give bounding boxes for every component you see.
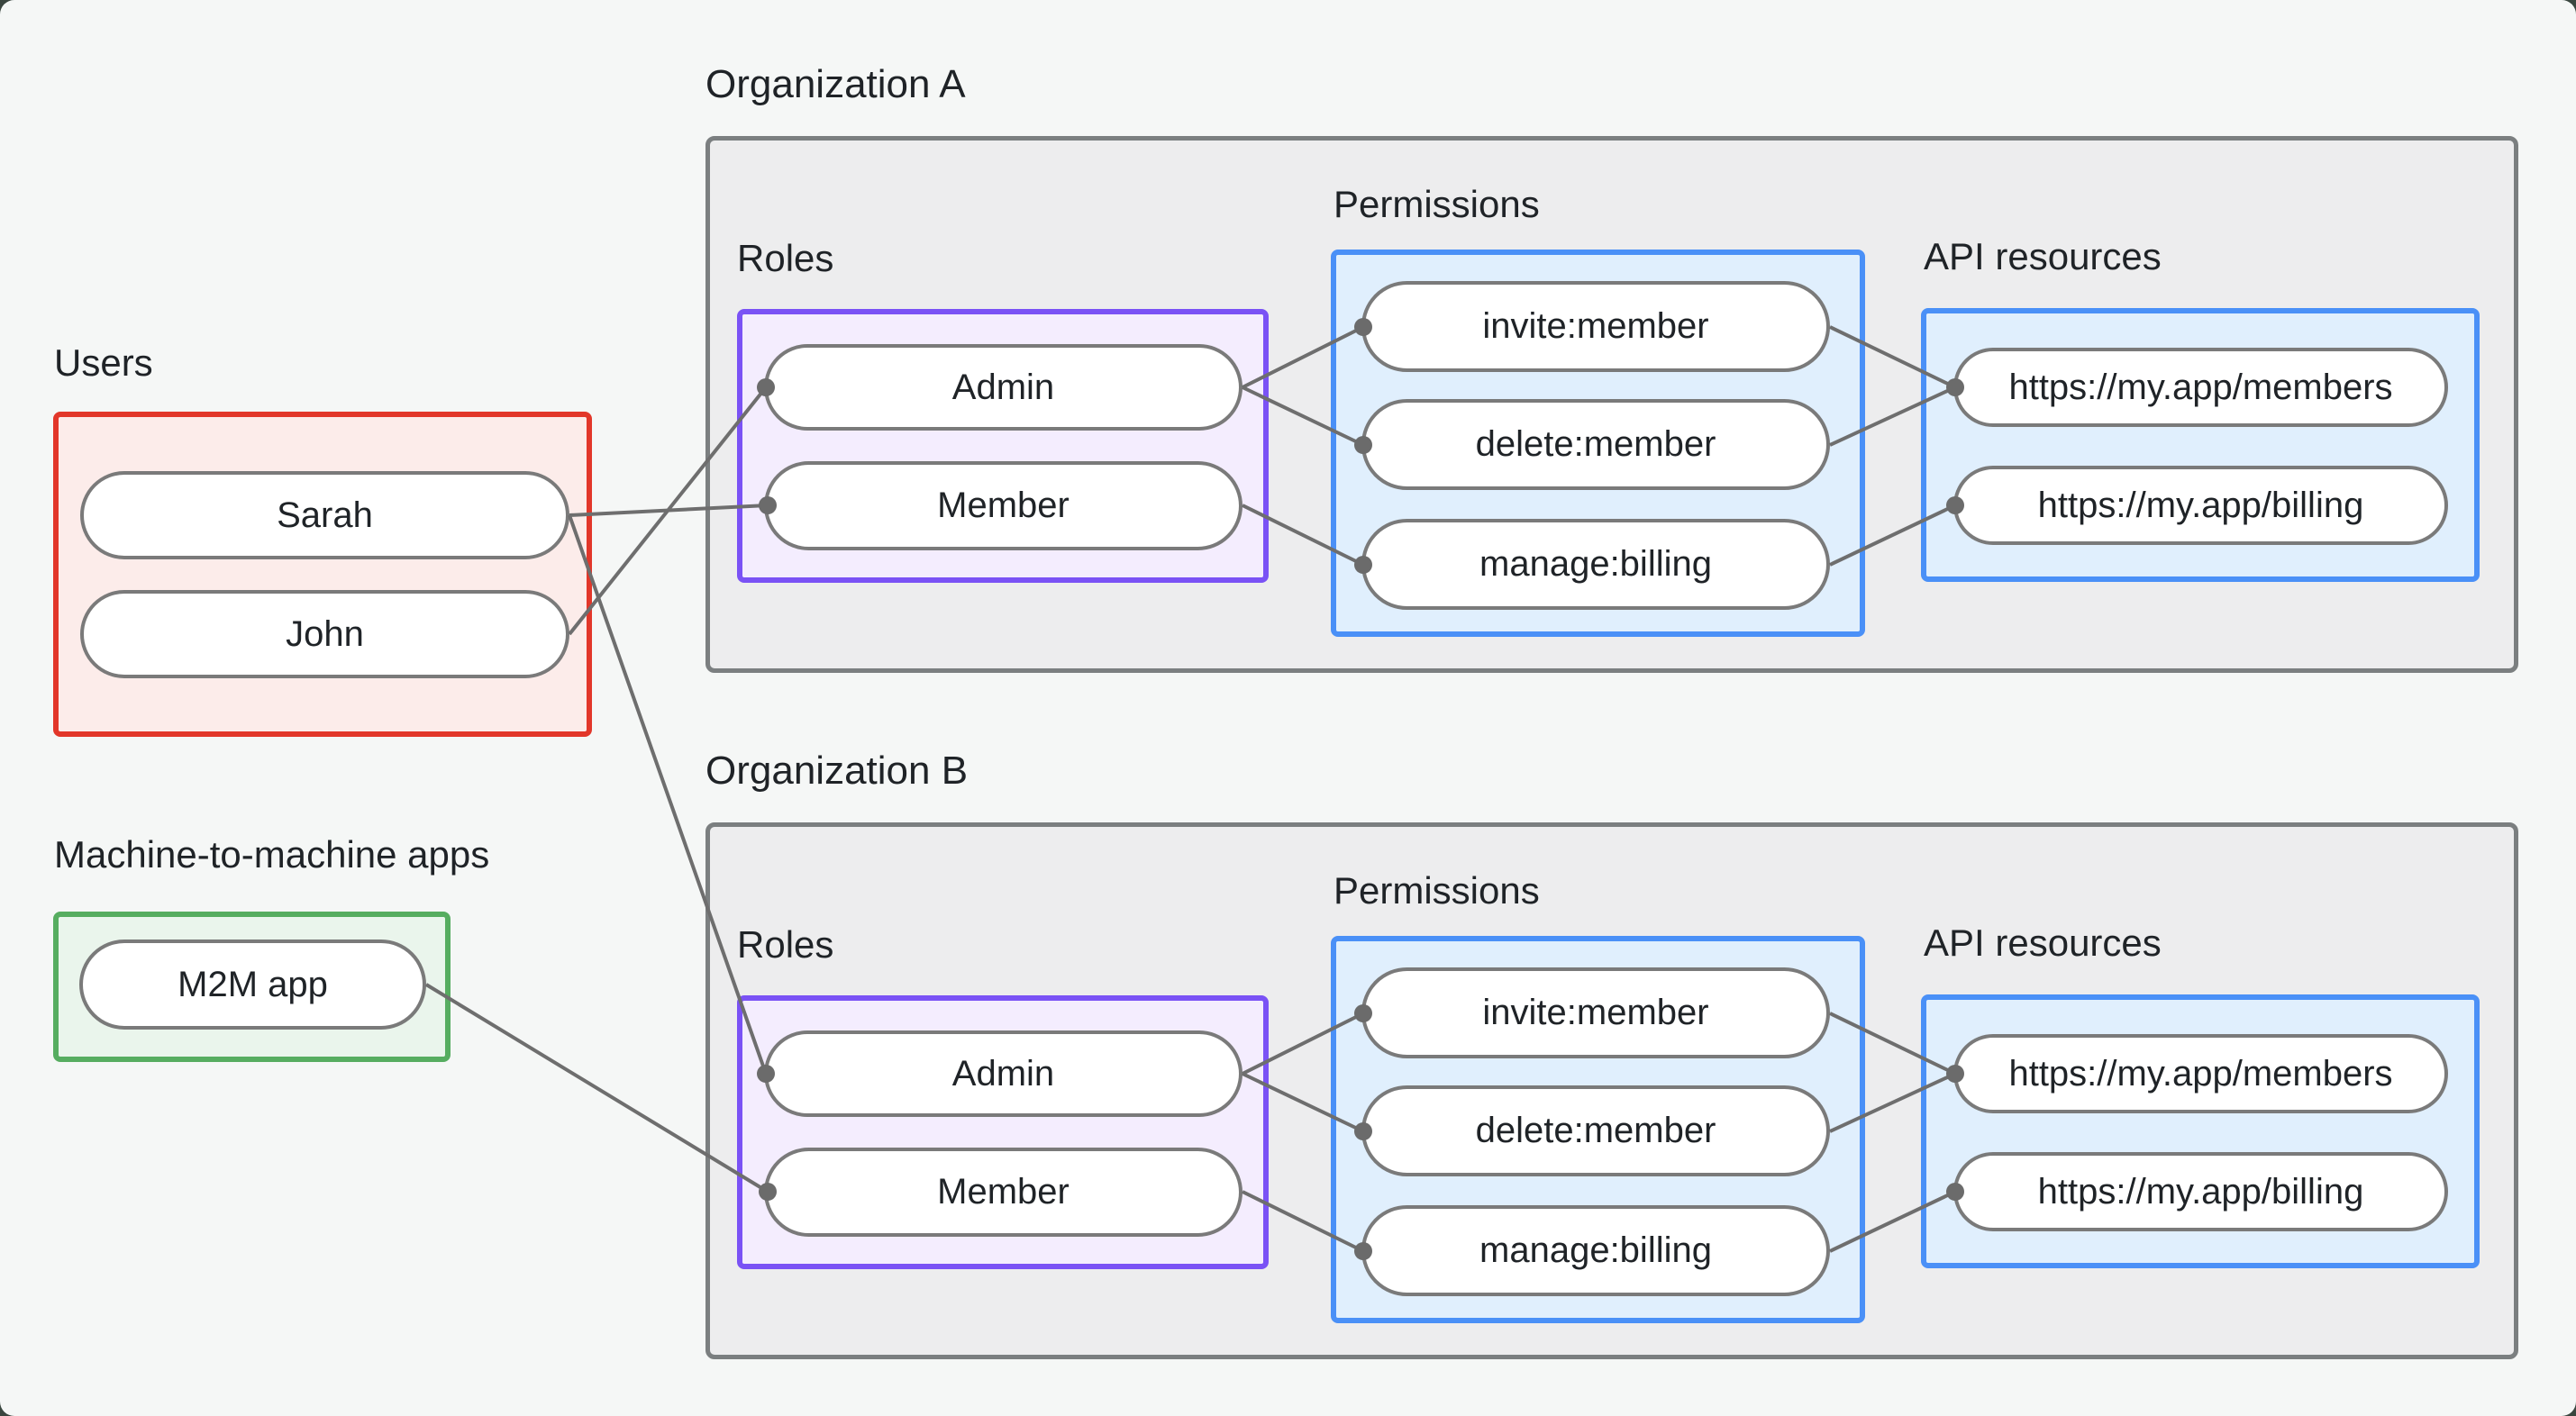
org-a-title: Organization A — [705, 62, 966, 106]
org-b-permission-delete-member: delete:member — [1361, 1085, 1830, 1176]
org-a-permission-manage-billing: manage:billing — [1361, 519, 1830, 610]
org-a-api-members: https://my.app/members — [1953, 348, 2448, 427]
permission-label: invite:member — [1482, 993, 1709, 1032]
org-a-permission-invite-member: invite:member — [1361, 281, 1830, 372]
org-a-api-resources-label: API resources — [1924, 235, 2162, 277]
org-b-permissions-label: Permissions — [1334, 869, 1540, 912]
users-group-label: Users — [54, 341, 153, 384]
org-a-permission-delete-member: delete:member — [1361, 399, 1830, 490]
api-resource-label: https://my.app/members — [2008, 1053, 2393, 1094]
org-b-api-billing: https://my.app/billing — [1953, 1152, 2448, 1231]
permission-label: invite:member — [1482, 306, 1709, 346]
api-resource-label: https://my.app/members — [2008, 367, 2393, 407]
org-b-permission-manage-billing: manage:billing — [1361, 1205, 1830, 1296]
org-b-permission-invite-member: invite:member — [1361, 967, 1830, 1058]
m2m-app-label: M2M app — [177, 964, 328, 1004]
user-node-john: John — [80, 590, 569, 678]
role-label: Member — [937, 486, 1070, 525]
users-group-box — [53, 412, 592, 737]
org-b-role-member: Member — [764, 1148, 1242, 1237]
org-b-api-resources-label: API resources — [1924, 921, 2162, 964]
org-b-title: Organization B — [705, 749, 969, 793]
m2m-app-node: M2M app — [79, 939, 426, 1030]
org-a-role-member: Member — [764, 461, 1242, 550]
org-a-role-admin: Admin — [764, 344, 1242, 431]
permission-label: manage:billing — [1479, 544, 1712, 584]
org-a-api-billing: https://my.app/billing — [1953, 466, 2448, 545]
org-b-role-admin: Admin — [764, 1030, 1242, 1117]
user-node-label: Sarah — [277, 495, 373, 535]
role-label: Admin — [951, 1053, 1055, 1094]
org-a-permissions-label: Permissions — [1334, 183, 1540, 225]
api-resource-label: https://my.app/billing — [2037, 1171, 2364, 1212]
role-label: Member — [937, 1172, 1070, 1212]
role-label: Admin — [951, 367, 1055, 407]
permission-label: delete:member — [1475, 1111, 1716, 1150]
permission-label: delete:member — [1475, 424, 1716, 464]
user-node-label: John — [286, 613, 364, 654]
user-node-sarah: Sarah — [80, 471, 569, 559]
permission-label: manage:billing — [1479, 1230, 1712, 1270]
org-b-api-members: https://my.app/members — [1953, 1034, 2448, 1113]
org-a-roles-label: Roles — [737, 237, 834, 279]
api-resource-label: https://my.app/billing — [2037, 485, 2364, 525]
org-b-roles-label: Roles — [737, 923, 834, 966]
m2m-group-label: Machine-to-machine apps — [54, 833, 490, 876]
